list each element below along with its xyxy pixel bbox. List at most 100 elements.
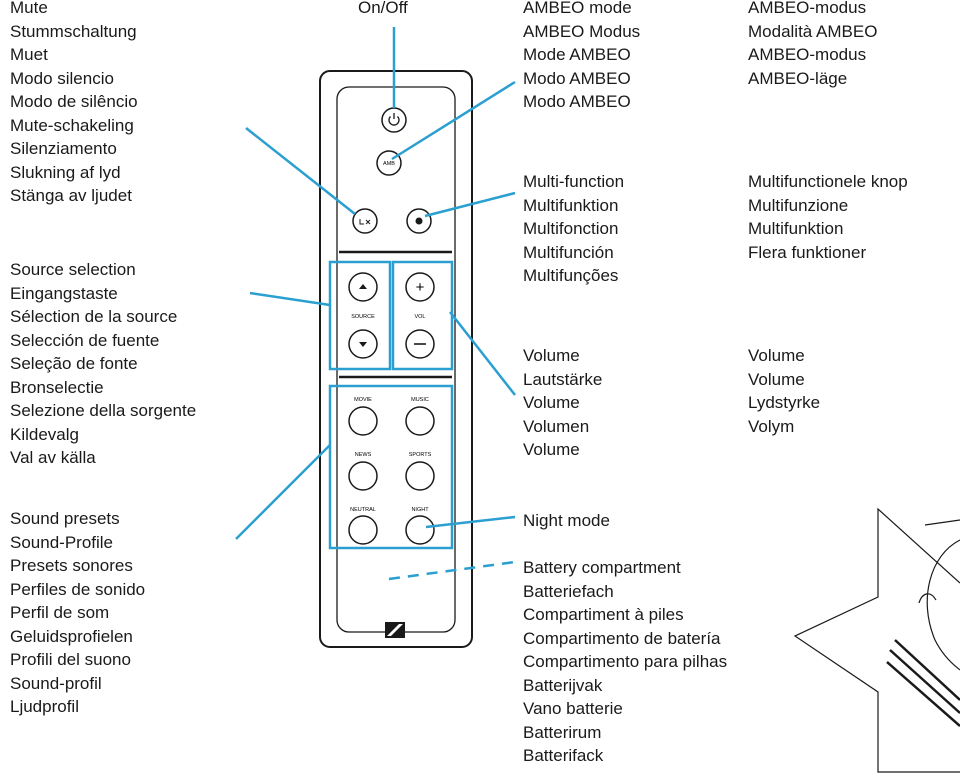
volume-label: Volume xyxy=(748,346,805,365)
battery-label: Compartiment à piles xyxy=(523,605,684,624)
volume-label: Volume xyxy=(523,346,580,365)
volume-label: Lydstyrke xyxy=(748,393,821,412)
source-label: Bronselectie xyxy=(10,377,104,397)
ambeo-label: AMBEO-läge xyxy=(748,68,848,88)
battery-label: Batterifack xyxy=(523,746,604,765)
ambeo-labels: AMBEO mode AMBEO Modus Mode AMBEO Modo A… xyxy=(523,0,640,114)
presets-labels: Sound presets Sound-Profile Presets sono… xyxy=(10,507,145,719)
multi-label: Multifunções xyxy=(523,266,619,285)
source-label: Eingangstaste xyxy=(10,283,118,303)
volume-label: Volume xyxy=(523,440,580,459)
mute-label: Stänga av ljudet xyxy=(10,186,132,205)
multi-label: Multifunktion xyxy=(748,219,844,238)
battery-labels: Battery compartment Batteriefach Compart… xyxy=(523,556,727,768)
multi-label: Flera funktioner xyxy=(748,242,867,262)
vol-text: VOL xyxy=(414,314,425,320)
multi-labels: Multi-function Multifunktion Multifoncti… xyxy=(523,170,624,288)
multi-label: Multifunktion xyxy=(523,195,619,215)
mute-label: Silenziamento xyxy=(10,139,117,158)
movie-button[interactable] xyxy=(348,406,378,436)
callout-volume xyxy=(449,311,516,396)
volume-labels: Volume Lautstärke Volume Volumen Volume xyxy=(523,344,602,462)
multifunction-button[interactable] xyxy=(406,208,432,234)
multi-labels-right: Multifunctionele knop Multifunzione Mult… xyxy=(748,170,908,264)
callout-ambeo xyxy=(391,80,516,161)
battery-label: Batterijvak xyxy=(523,675,603,695)
chevron-up-icon xyxy=(359,284,367,289)
ambeo-label: AMBEO-modus xyxy=(748,45,867,64)
presets-label: Perfiles de sonido xyxy=(10,579,146,599)
ambeo-label: AMBEO-modus xyxy=(748,0,867,17)
source-label: Kildevalg xyxy=(10,424,79,444)
source-up-button[interactable] xyxy=(348,272,378,302)
mute-labels: Mute Stummschaltung Muet Modo silencio M… xyxy=(10,0,138,208)
amb-text: AMB xyxy=(383,161,395,167)
callout-night xyxy=(425,515,516,529)
mute-button[interactable] xyxy=(352,208,378,234)
music-button[interactable] xyxy=(405,406,435,436)
volume-label: Volume xyxy=(748,369,805,389)
source-label: Source selection xyxy=(10,260,136,279)
presets-label: Profili del suono xyxy=(10,650,131,669)
music-text: MUSIC xyxy=(411,397,429,403)
callout-multi xyxy=(424,191,516,218)
volume-label: Volumen xyxy=(523,416,590,436)
mute-label: Slukning af lyd xyxy=(10,162,121,182)
presets-label: Sound presets xyxy=(10,509,120,528)
mute-label: Modo silencio xyxy=(10,68,114,88)
callout-source xyxy=(249,291,331,307)
volume-label: Volume xyxy=(523,393,580,412)
battery-label: Compartimento de batería xyxy=(523,628,721,648)
chevron-down-icon xyxy=(359,342,367,347)
night-button[interactable] xyxy=(405,515,435,545)
ambeo-label: Modo AMBEO xyxy=(523,68,631,88)
volume-labels-right: Volume Volume Lydstyrke Volym xyxy=(748,344,820,438)
plus-icon: + xyxy=(416,279,425,296)
presets-label: Sound-Profile xyxy=(10,532,114,552)
battery-label: Battery compartment xyxy=(523,558,681,577)
volume-down-button[interactable] xyxy=(405,329,435,359)
ambeo-label: Mode AMBEO xyxy=(523,45,631,64)
battery-label: Vano batterie xyxy=(523,699,623,718)
presets-label: Geluidsprofielen xyxy=(10,626,133,646)
multi-label: Multifonction xyxy=(523,219,619,238)
onoff-label: On/Off xyxy=(358,0,408,17)
volume-label: Lautstärke xyxy=(523,369,603,389)
presets-label: Ljudprofil xyxy=(10,697,79,716)
battery-label: Batterirum xyxy=(523,722,602,742)
ambeo-label: AMBEO Modus xyxy=(523,21,641,41)
presets-callout-box xyxy=(328,384,454,550)
sports-button[interactable] xyxy=(405,461,435,491)
news-button[interactable] xyxy=(348,461,378,491)
source-text: SOURCE xyxy=(351,314,375,320)
ambeo-label: AMBEO mode xyxy=(523,0,632,17)
source-label: Sélection de la source xyxy=(10,307,178,326)
night-label: Night mode xyxy=(523,511,610,530)
volume-label: Volym xyxy=(748,416,795,436)
source-label: Seleção de fonte xyxy=(10,354,138,373)
source-callout-box xyxy=(328,260,392,371)
sports-text: SPORTS xyxy=(409,452,432,458)
source-label: Selezione della sorgente xyxy=(10,401,197,420)
multi-label: Multifunción xyxy=(523,242,614,262)
ambeo-label: Modalità AMBEO xyxy=(748,21,878,41)
multi-label: Multifunctionele knop xyxy=(748,172,908,191)
source-down-button[interactable] xyxy=(348,329,378,359)
ambeo-label: Modo AMBEO xyxy=(523,92,631,111)
news-text: NEWS xyxy=(355,452,372,458)
callout-battery xyxy=(388,560,516,581)
neutral-button[interactable] xyxy=(348,515,378,545)
power-button[interactable] xyxy=(381,107,407,133)
sennheiser-logo xyxy=(385,622,405,638)
source-labels: Source selection Eingangstaste Sélection… xyxy=(10,258,196,470)
source-label: Val av källa xyxy=(10,448,96,467)
dot-icon xyxy=(415,217,423,225)
presets-label: Sound-profil xyxy=(10,673,102,693)
mute-icon xyxy=(359,219,364,225)
power-icon xyxy=(388,116,400,126)
mute-label: Modo de silêncio xyxy=(10,92,138,111)
volume-up-button[interactable]: + xyxy=(405,272,435,302)
ambeo-labels-right: AMBEO-modus Modalità AMBEO AMBEO-modus A… xyxy=(748,0,877,90)
callout-presets xyxy=(235,444,331,540)
multi-label: Multi-function xyxy=(523,172,625,191)
